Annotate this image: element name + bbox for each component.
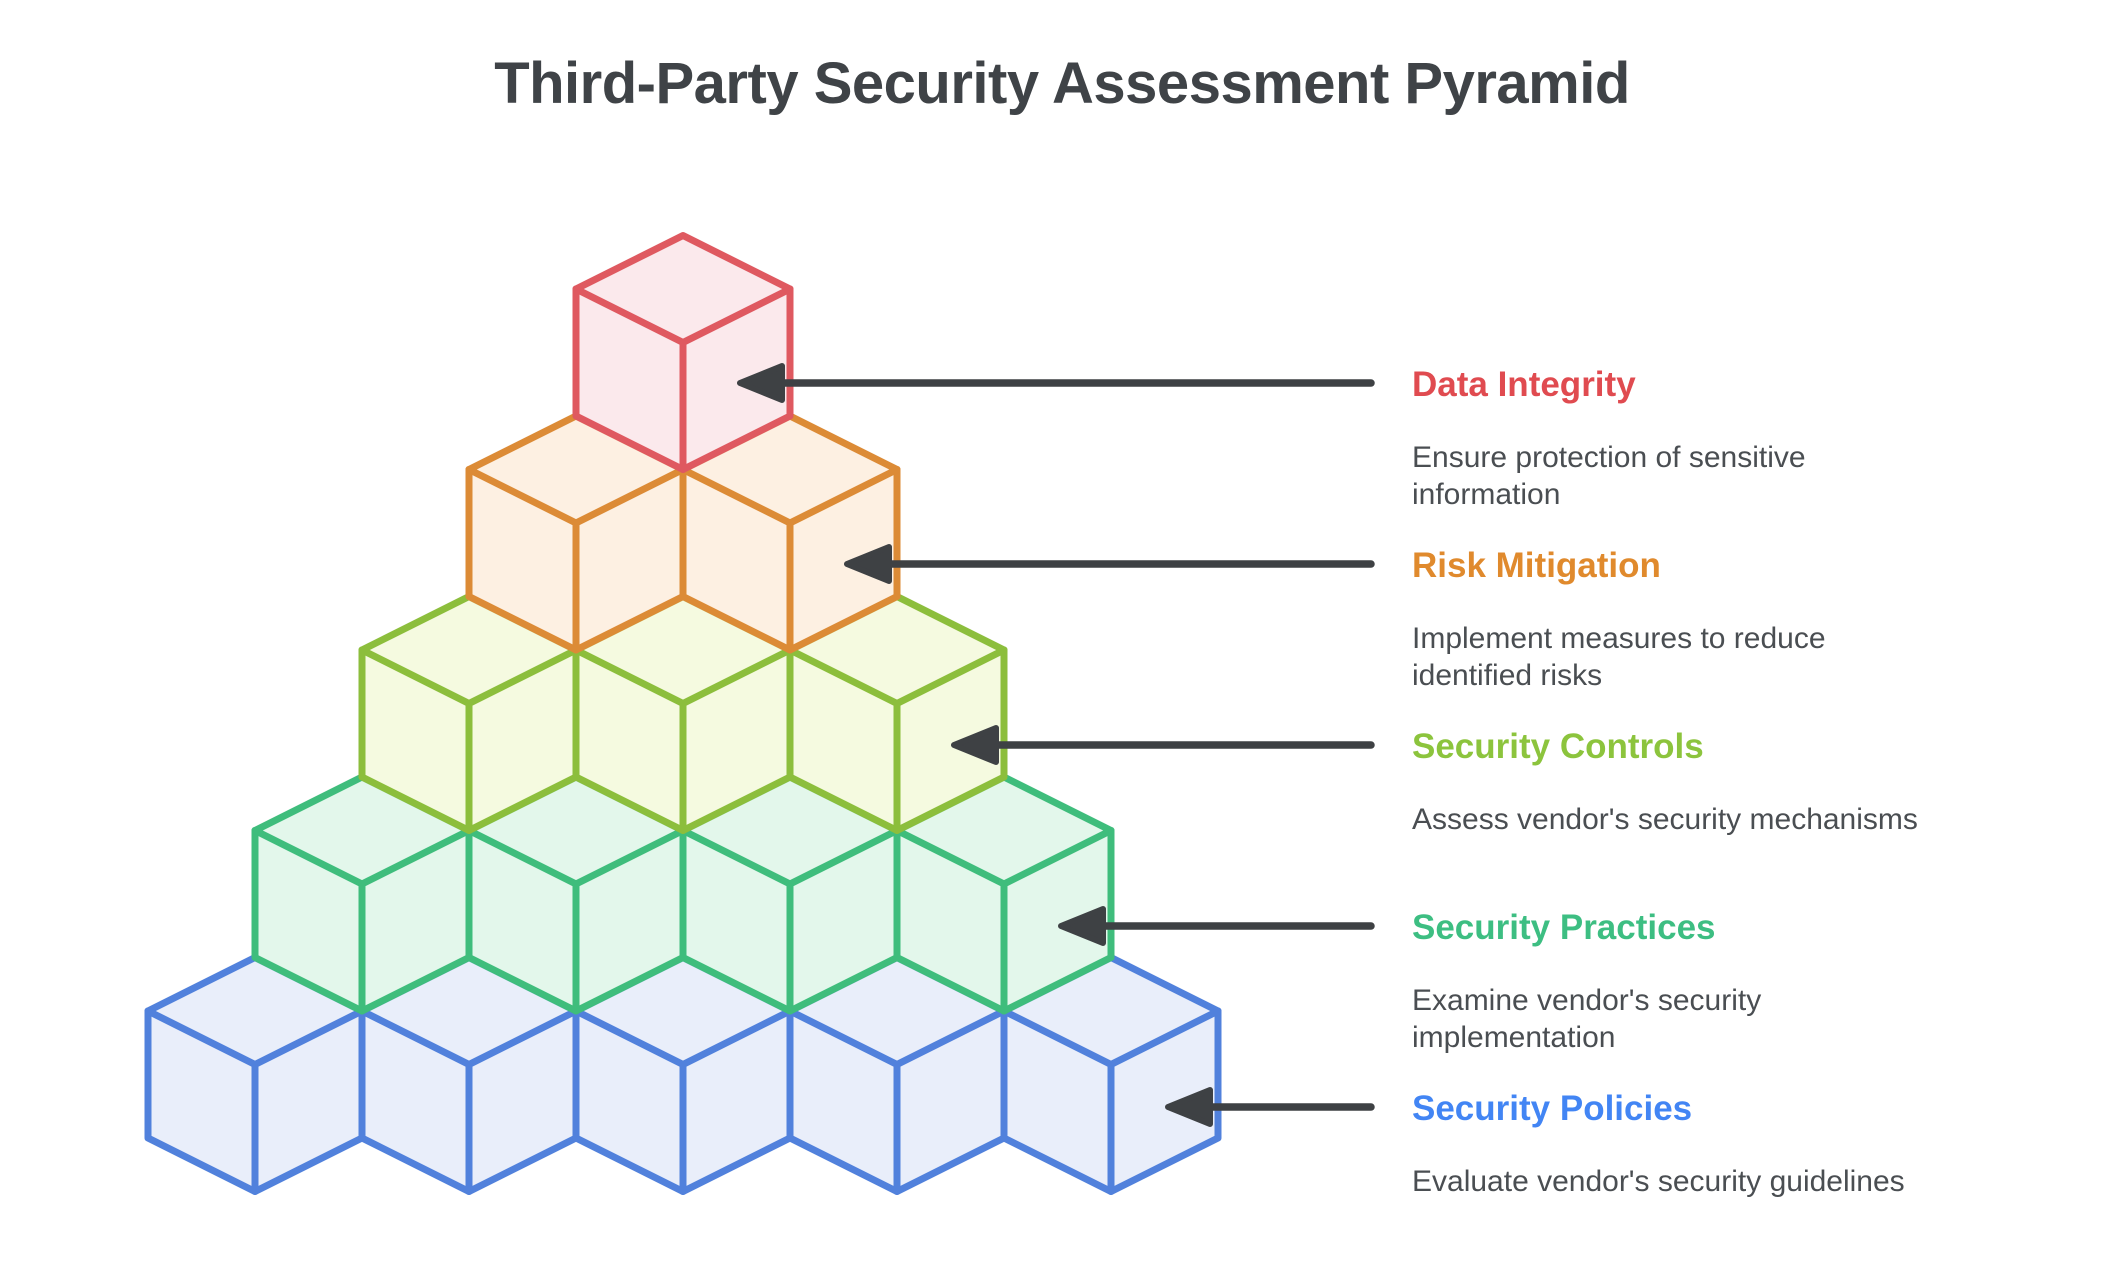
level-description: Ensure protection of sensitive informati…: [1412, 441, 1806, 511]
level-label-security-controls: Security Controls Assess vendor's securi…: [1412, 726, 2052, 838]
level-title: Security Practices: [1412, 908, 1716, 947]
level-title: Risk Mitigation: [1412, 546, 1661, 585]
level-label-data-integrity: Data Integrity Ensure protection of sens…: [1412, 364, 2052, 513]
page-title: Third-Party Security Assessment Pyramid: [494, 51, 1630, 116]
pyramid-row-security-practices: [251, 773, 1115, 1015]
level-title: Security Policies: [1412, 1089, 1693, 1128]
arrowhead-icon: [951, 725, 999, 765]
arrow-security-controls: [951, 725, 1375, 765]
arrowhead-icon: [1058, 906, 1106, 946]
arrow-security-practices: [1058, 906, 1375, 946]
level-description: Assess vendor's security mechanisms: [1412, 803, 1918, 836]
arrow-security-policies: [1165, 1087, 1375, 1127]
pyramid-cube-security-policies-1: [144, 954, 366, 1195]
level-description: Evaluate vendor's security guidelines: [1412, 1165, 1905, 1198]
pyramid-cube-security-practices-1: [251, 773, 473, 1015]
arrowhead-icon: [737, 363, 785, 403]
level-description: Implement measures to reduce identified …: [1412, 622, 1826, 692]
pyramid-cube-data-integrity-1: [572, 232, 794, 473]
arrow-risk-mitigation: [844, 544, 1375, 584]
arrow-data-integrity: [737, 363, 1375, 403]
level-label-risk-mitigation: Risk Mitigation Implement measures to re…: [1412, 545, 2052, 694]
pyramid-row-risk-mitigation: [465, 412, 901, 654]
pyramid-row-data-integrity: [572, 232, 794, 473]
pyramid-row-security-policies: [144, 954, 1222, 1195]
level-description: Examine vendor's security implementation: [1412, 984, 1762, 1054]
arrowhead-icon: [1165, 1087, 1213, 1127]
pyramid-row-security-controls: [358, 593, 1008, 834]
level-title: Data Integrity: [1412, 365, 1636, 404]
level-label-security-practices: Security Practices Examine vendor's secu…: [1412, 907, 2052, 1056]
arrowhead-icon: [844, 544, 892, 584]
level-label-security-policies: Security Policies Evaluate vendor's secu…: [1412, 1088, 2052, 1200]
level-title: Security Controls: [1412, 727, 1704, 766]
